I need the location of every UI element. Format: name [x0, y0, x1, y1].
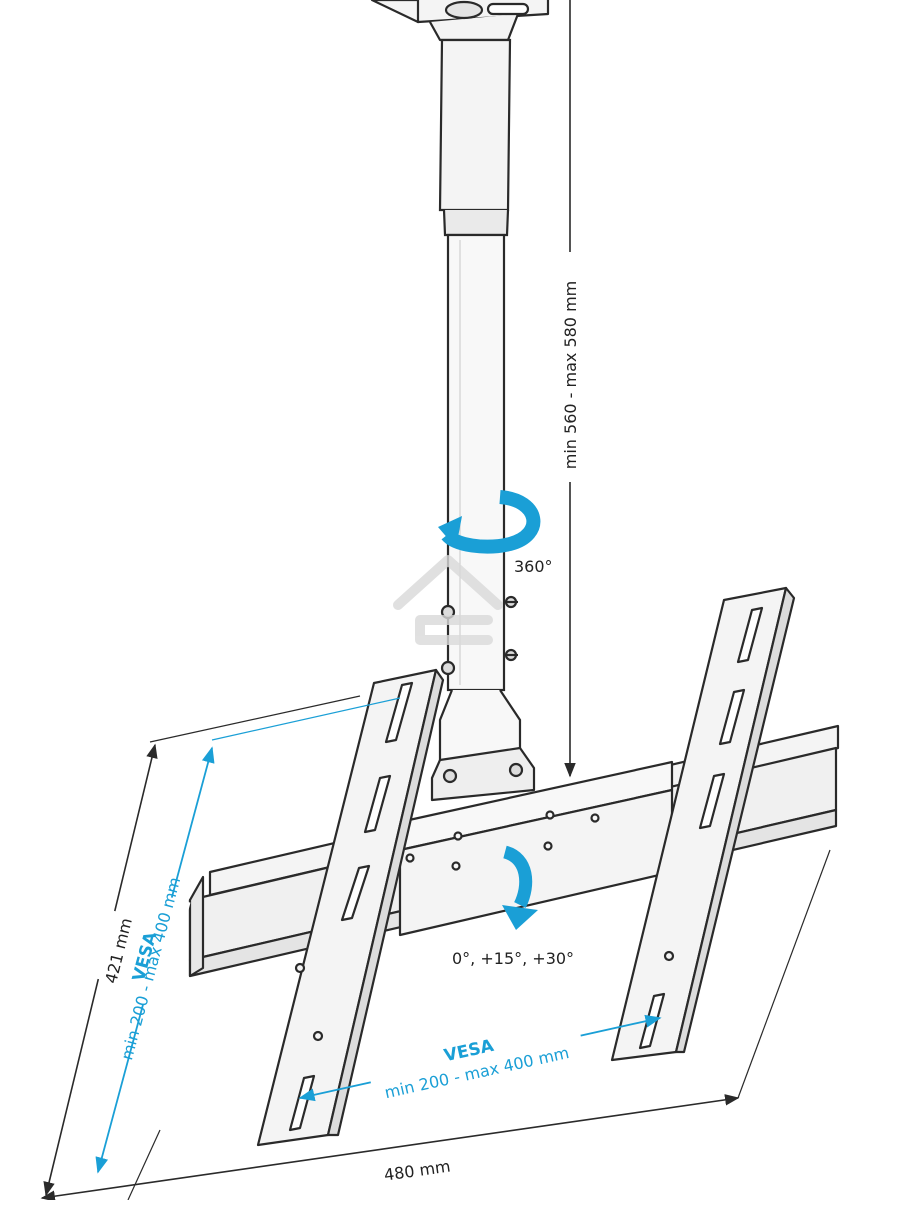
tilt-arrow-icon: [502, 845, 538, 930]
width-extension-left: [127, 1129, 161, 1201]
depth-label-bg: [90, 909, 129, 983]
tilt-label: 0°, +15°, +30°: [452, 949, 574, 968]
telescopic-pole: [438, 38, 522, 792]
rotation-label: 360°: [514, 557, 553, 576]
width-extension-right: [737, 849, 831, 1099]
vesa-v-extension-top: [211, 697, 401, 741]
height-dimension-label: min 560 - max 580 mm: [561, 281, 580, 469]
watermark-house-icon: [393, 555, 503, 645]
ceiling-bracket: [370, 0, 550, 42]
width-dimension-line: [40, 1094, 740, 1202]
vesa-h-label-bg: [364, 1007, 587, 1109]
tilt-plate: [398, 746, 674, 937]
width-label-bg: [368, 1148, 472, 1188]
vesa-arm-right: [610, 586, 796, 1062]
depth-extension-top: [149, 695, 361, 743]
rotation-arrow-icon: [438, 490, 541, 554]
